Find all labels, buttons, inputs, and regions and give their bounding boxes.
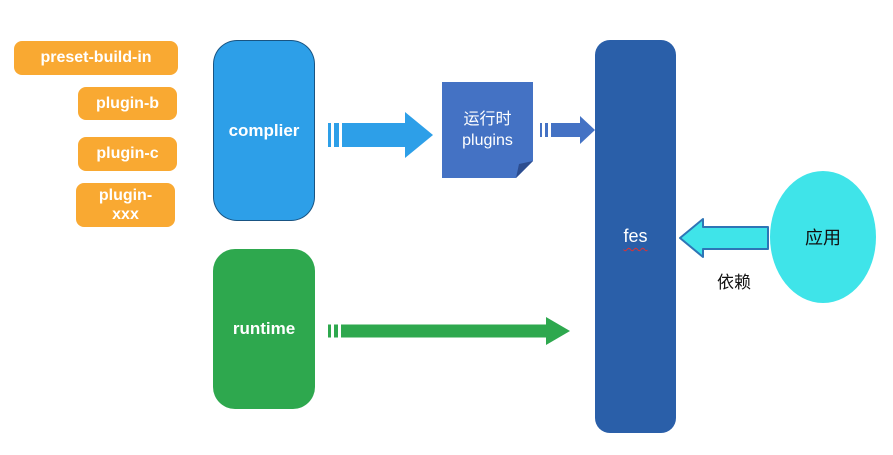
plugins-to-fes-arrow <box>540 116 595 144</box>
application-node: 应用 <box>770 171 876 303</box>
plugin-box-label: plugin-b <box>95 94 160 112</box>
compile-arrow-label: 编译 <box>368 172 405 192</box>
plugin-box-plugin-xxx: plugin-xxx <box>76 183 175 227</box>
striped-right-arrow-icon <box>540 116 595 144</box>
compile-arrow: 编译 <box>328 112 433 192</box>
runtime-plugins-label: 运行时 plugins <box>462 109 513 151</box>
complier-node: complier <box>213 40 315 221</box>
application-label: 应用 <box>805 228 841 248</box>
striped-right-arrow-icon <box>328 317 570 345</box>
striped-right-arrow-icon <box>328 112 433 158</box>
folded-note-icon <box>442 82 533 178</box>
runtime-plugins-label-line2: plugins <box>462 132 513 149</box>
complier-label: complier <box>228 120 300 140</box>
plugin-box-label: plugin-c <box>96 145 159 163</box>
runtime-plugins-note: 运行时 plugins <box>442 82 533 178</box>
plugin-box-label: preset-build-in <box>40 49 152 67</box>
left-arrow-icon <box>679 218 769 258</box>
fes-label: fes <box>623 226 648 246</box>
plugin-box-label: plugin-xxx <box>98 186 153 223</box>
runtime-to-fes-arrow <box>328 317 570 345</box>
runtime-node: runtime <box>213 249 315 409</box>
dependency-arrow: 依赖 <box>678 217 770 292</box>
plugin-box-preset-build-in: preset-build-in <box>14 41 178 75</box>
dependency-arrow-label: 依赖 <box>717 272 751 292</box>
plugin-box-plugin-b: plugin-b <box>78 87 177 120</box>
plugin-box-plugin-c: plugin-c <box>78 137 177 171</box>
runtime-plugins-label-line1: 运行时 <box>463 111 512 128</box>
runtime-label: runtime <box>232 319 296 338</box>
fes-node: fes <box>595 40 676 433</box>
